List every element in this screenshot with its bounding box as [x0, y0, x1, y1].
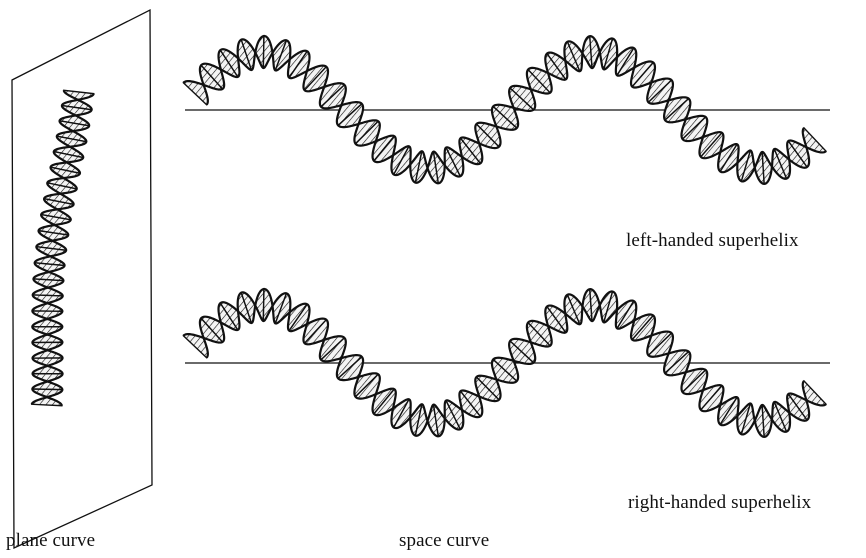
right-handed-superhelix-panel [183, 289, 830, 437]
left-handed-superhelix-label: left-handed superhelix [626, 231, 799, 250]
right-handed-superhelix-label: right-handed superhelix [628, 493, 811, 512]
plane-curve-panel [12, 10, 152, 548]
left-handed-superhelix-panel [183, 36, 830, 184]
plane-curve-label: plane curve [6, 531, 95, 550]
plane-curve-helix [32, 90, 94, 405]
space-curve-label: space curve [399, 531, 489, 550]
